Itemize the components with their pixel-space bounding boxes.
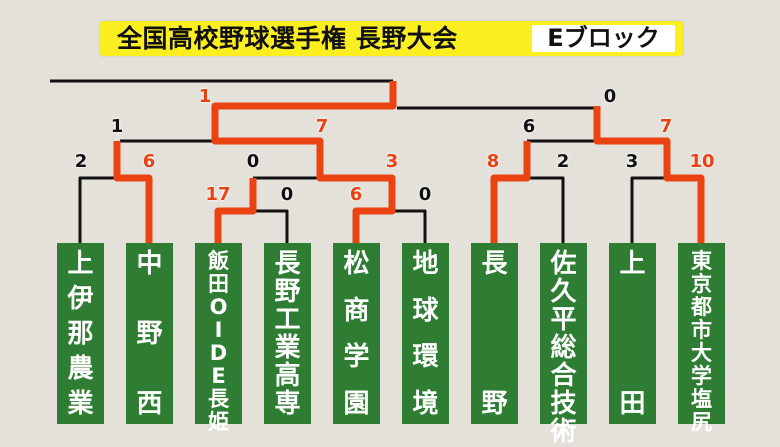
score-final-matsusho: 1 [198, 86, 212, 107]
score-r1-sakudaira: 2 [556, 151, 570, 172]
score-r2-nagano: 6 [522, 116, 536, 137]
score-r1-nagano: 8 [486, 151, 500, 172]
team-nagano: 長 野 [471, 243, 518, 424]
score-r1-kamiina: 2 [74, 151, 88, 172]
winner-lines [113, 81, 705, 243]
title-banner: 全国高校野球選手権 長野大会 Eブロック [100, 21, 683, 56]
team-nagano-kogyo-kosen: 長 野 工 業 高 専 [264, 243, 311, 424]
score-r3-nakanonishi: 1 [110, 116, 124, 137]
score-r1-nagano-kosen: 0 [280, 184, 294, 205]
team-tokyo-toshi-daigaku-shiojiri: 東 京 都 市 大 学 塩 尻 [678, 243, 725, 434]
score-r2-toshidai: 7 [659, 116, 673, 137]
block-label: Eブロック [547, 24, 660, 52]
team-chikyu-kankyo: 地 球 環 境 [402, 243, 449, 424]
team-sakudaira-sogo-gijutsu: 佐 久 平 総 合 技 術 [540, 243, 587, 446]
score-r2-matsusho: 3 [385, 151, 399, 172]
score-r1-nakanonishi: 6 [142, 151, 156, 172]
team-ueda: 上 田 [609, 243, 656, 424]
score-r2-iida: 0 [246, 151, 260, 172]
score-r1-ueda: 3 [625, 151, 639, 172]
team-iida-oide-osahime: 飯 田 O I D E 長 姫 [195, 243, 242, 434]
team-nakano-nishi: 中 野 西 [126, 243, 173, 424]
score-final-toshidai: 0 [603, 86, 617, 107]
score-r1-toshidai: 10 [689, 151, 715, 172]
score-r1-matsusho: 6 [349, 184, 363, 205]
score-r1-chikyu: 0 [418, 184, 432, 205]
team-matsusho-gakuen: 松 商 学 園 [333, 243, 380, 424]
block-badge: Eブロック [532, 25, 675, 52]
bracket-lines [50, 79, 705, 243]
tournament-title: 全国高校野球選手権 長野大会 [117, 24, 458, 53]
score-r1-iida: 17 [205, 184, 231, 205]
score-r3-matsusho: 7 [315, 116, 329, 137]
loser-lines [50, 79, 667, 243]
team-kamiina-nogyo: 上 伊 那 農 業 [57, 243, 104, 424]
